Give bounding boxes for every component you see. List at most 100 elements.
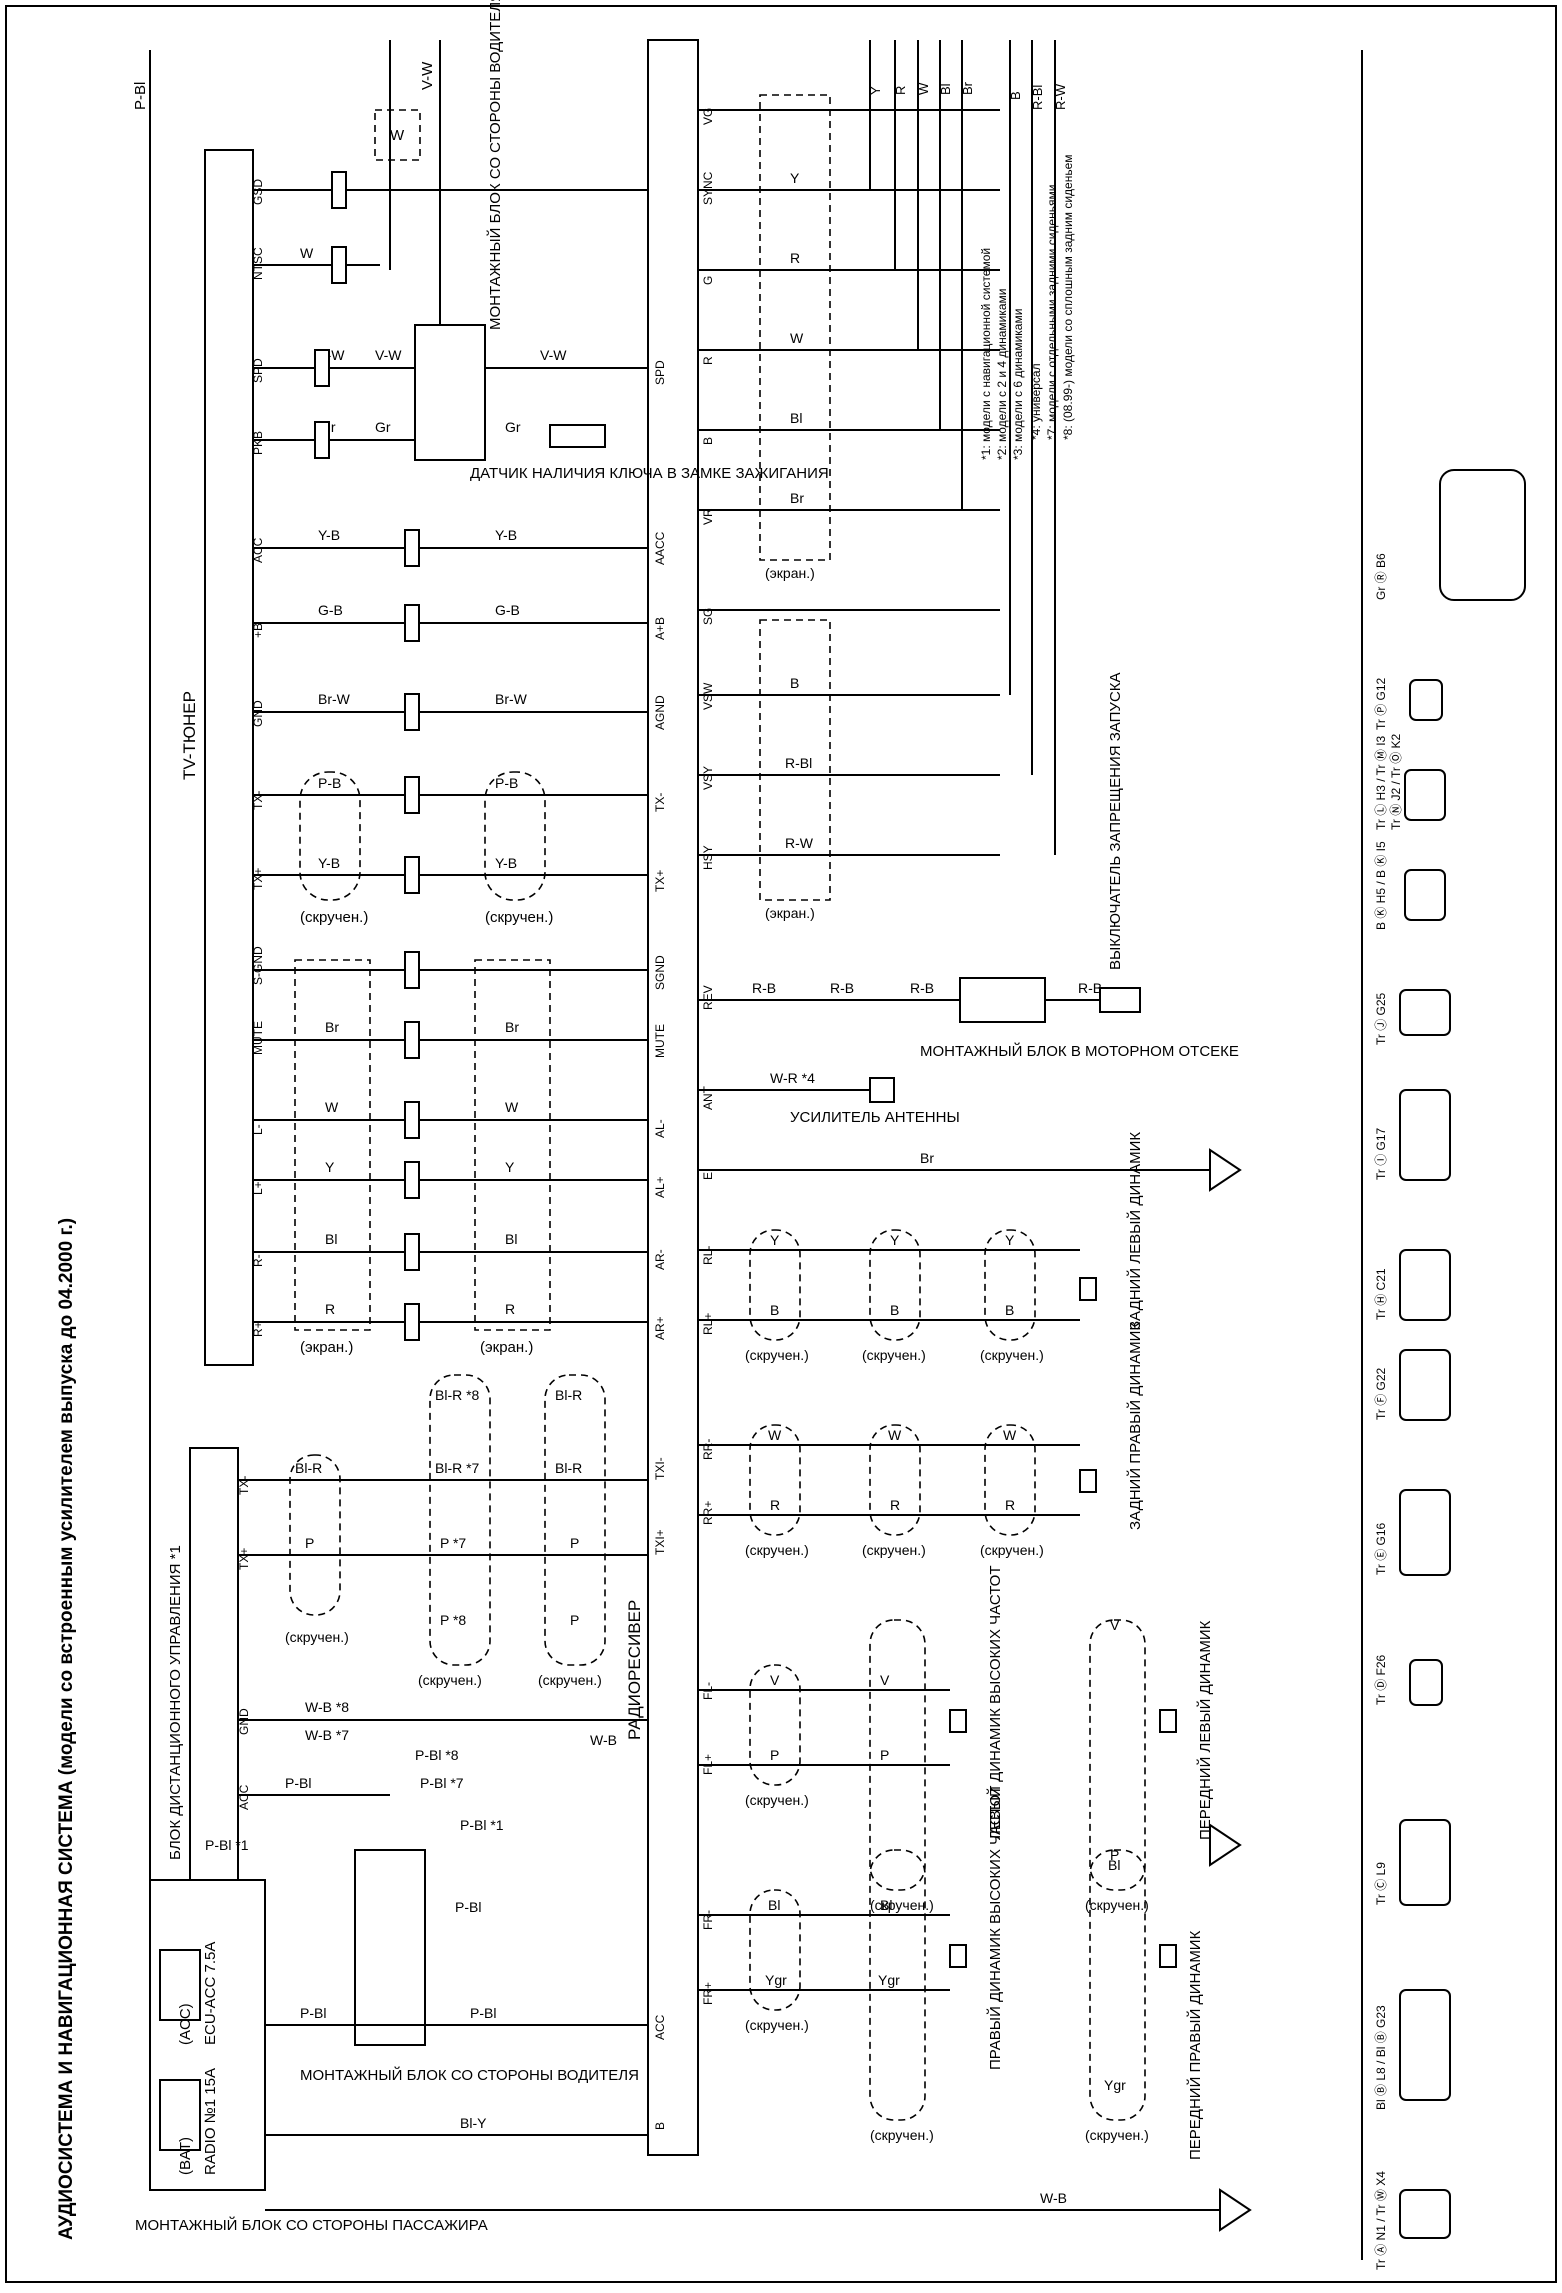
svg-text:Bl Ⓑ L8 / Bl Ⓑ G23: Bl Ⓑ L8 / Bl Ⓑ G23 (1374, 2005, 1388, 2110)
key-sensor-switch (549, 424, 606, 448)
svg-text:G: G (701, 276, 715, 285)
svg-text:(скручен.): (скручен.) (1085, 1897, 1149, 1913)
wire-label-gb1: G-B (318, 602, 343, 618)
wire-label-wb-bottom: W-B (1040, 2190, 1067, 2206)
page-border (5, 5, 1557, 2283)
svg-text:P: P (305, 1535, 314, 1551)
speaker-rear-right-icon (1079, 1469, 1097, 1493)
svg-text:Bl: Bl (790, 410, 802, 426)
wire-label-w: W (300, 245, 314, 261)
rear-speaker-wires (698, 1229, 1080, 1536)
svg-text:P: P (770, 1747, 779, 1763)
fuse-ecu-acc (159, 1949, 201, 2021)
jb-passenger-label: МОНТАЖНЫЙ БЛОК СО СТОРОНЫ ПАССАЖИРА (135, 2216, 488, 2234)
svg-text:B: B (653, 2122, 667, 2130)
tuner-pin-gnd: GND (251, 700, 265, 727)
svg-text:P *8: P *8 (440, 1612, 466, 1628)
svg-text:P *7: P *7 (440, 1535, 466, 1551)
svg-text:R-B: R-B (910, 980, 934, 996)
twisted-pairs-tuner (294, 771, 551, 1331)
svg-text:SG: SG (701, 608, 715, 625)
wire-label-y2: Y (505, 1159, 515, 1175)
wire-label-brw1: Br-W (318, 691, 351, 707)
connector-legend-11: Tr Ⓝ J2 / Tr Ⓞ K2 (1389, 733, 1403, 830)
svg-text:(скручен.): (скручен.) (418, 1672, 482, 1688)
svg-text:AL-: AL- (653, 1119, 667, 1138)
wire-label-yb1: Y-B (318, 527, 340, 543)
tuner-pin-lp: L+ (251, 1181, 265, 1195)
svg-text:VSY: VSY (701, 766, 715, 790)
svg-text:V: V (1110, 1617, 1120, 1633)
wire-label-w2: W (325, 1099, 339, 1115)
front-right-labels: Bl Ygr Bl Ygr Bl Ygr (скручен.) (скручен… (745, 1857, 1149, 2143)
remote-wire-labels: Bl-R P Bl-R *8 Bl-R *7 Bl-R Bl-R P *7 P … (205, 1387, 617, 1915)
wire-label-gr3: Gr (505, 419, 521, 435)
wire-label-brw2: Br-W (495, 691, 528, 707)
tv-tuner-box (204, 149, 254, 1366)
svg-text:P-Bl *1: P-Bl *1 (205, 1837, 249, 1853)
svg-text:R-Bl: R-Bl (1030, 85, 1045, 110)
svg-text:(скручен.): (скручен.) (862, 1347, 926, 1363)
remote-label: БЛОК ДИСТАНЦИОННОГО УПРАВЛЕНИЯ *1 (167, 1545, 184, 1860)
svg-text:P: P (570, 1612, 579, 1628)
svg-text:R: R (890, 1497, 900, 1513)
wire-label-gr2: Gr (375, 419, 391, 435)
wire-label-vw2: V-W (375, 347, 402, 363)
top-right-wire-labels: Y R W Bl Br B R-Bl R-W (868, 81, 1068, 110)
front-left-label: ПЕРЕДНИЙ ЛЕВЫЙ ДИНАМИК (1196, 1620, 1214, 1840)
connector-legend-labels: Tr Ⓐ N1 / Tr Ⓦ X4 Bl Ⓑ L8 / Bl Ⓑ G23 Tr … (1374, 553, 1388, 2270)
wire-label-r1: R (325, 1301, 335, 1317)
svg-text:V: V (770, 1672, 780, 1688)
svg-text:Tr Ⓙ G25: Tr Ⓙ G25 (1374, 992, 1388, 1045)
svg-text:Y: Y (890, 1232, 900, 1248)
connector-legend (1399, 469, 1526, 2239)
svg-text:Bl-R: Bl-R (295, 1460, 322, 1476)
svg-text:W: W (1003, 1427, 1017, 1443)
svg-text:E: E (701, 1172, 715, 1180)
svg-text:B: B (1008, 91, 1023, 100)
front-left-wires (698, 1619, 1146, 1891)
svg-text:Br: Br (790, 490, 804, 506)
tuner-pin-pkb: PKB (251, 431, 265, 455)
svg-text:P-Bl *7: P-Bl *7 (420, 1775, 464, 1791)
svg-text:AGND: AGND (653, 695, 667, 730)
note-1: *1: модели с навигационной системой (979, 248, 993, 460)
svg-text:(скручен.): (скручен.) (870, 1897, 934, 1913)
svg-text:Tr Ⓗ C21: Tr Ⓗ C21 (1374, 1268, 1388, 1320)
inline-connectors (314, 171, 420, 1341)
svg-text:HSY: HSY (701, 845, 715, 870)
front-right-label: ПЕРЕДНИЙ ПРАВЫЙ ДИНАМИК (1186, 1930, 1204, 2160)
svg-text:B Ⓚ H5 / B Ⓚ I5: B Ⓚ H5 / B Ⓚ I5 (1374, 841, 1388, 930)
svg-text:Tr Ⓘ G17: Tr Ⓘ G17 (1374, 1127, 1388, 1180)
rear-speaker-labels: Y Y Y B B B W W W R R R (скручен.) (скру… (745, 1232, 1044, 1558)
svg-text:Bl-R: Bl-R (555, 1387, 582, 1403)
jb-driver-bottom-box (354, 1849, 426, 2046)
wire-label-vw3: V-W (540, 347, 567, 363)
svg-text:P: P (880, 1747, 889, 1763)
svg-text:W-B: W-B (590, 1732, 617, 1748)
jb-driver-top-label: МОНТАЖНЫЙ БЛОК СО СТОРОНЫ ВОДИТЕЛЯ (486, 0, 504, 330)
svg-text:B: B (1005, 1302, 1014, 1318)
front-right-speaker-icon (1159, 1944, 1177, 1968)
svg-text:R-B: R-B (830, 980, 854, 996)
wire-label-gb2: G-B (495, 602, 520, 618)
ground-symbol-front (1209, 1823, 1242, 1867)
tweeter-right-icon (949, 1944, 967, 1968)
svg-text:RL-: RL- (701, 1246, 715, 1265)
svg-text:A+B: A+B (653, 617, 667, 640)
tuner-pin-gsd: GSD (251, 179, 265, 205)
fuse-radio-name: RADIO №1 15A (202, 2068, 219, 2175)
jb-engine-label: МОНТАЖНЫЙ БЛОК В МОТОРНОМ ОТСЕКЕ (920, 1042, 1239, 1060)
svg-text:P-Bl *8: P-Bl *8 (415, 1747, 459, 1763)
svg-text:RR+: RR+ (701, 1501, 715, 1525)
front-left-speaker-icon (1159, 1709, 1177, 1733)
wire-label-bl2: Bl (505, 1231, 517, 1247)
wire-label-w-top: W (390, 127, 405, 144)
svg-text:Bl: Bl (880, 1897, 892, 1913)
svg-text:Br: Br (960, 81, 975, 95)
twisted-label-1: (скручен.) (300, 909, 368, 926)
svg-text:R: R (770, 1497, 780, 1513)
svg-text:SPD: SPD (653, 360, 667, 385)
note-6: *8: (08.99-) модели со сплошным задним с… (1061, 154, 1075, 440)
